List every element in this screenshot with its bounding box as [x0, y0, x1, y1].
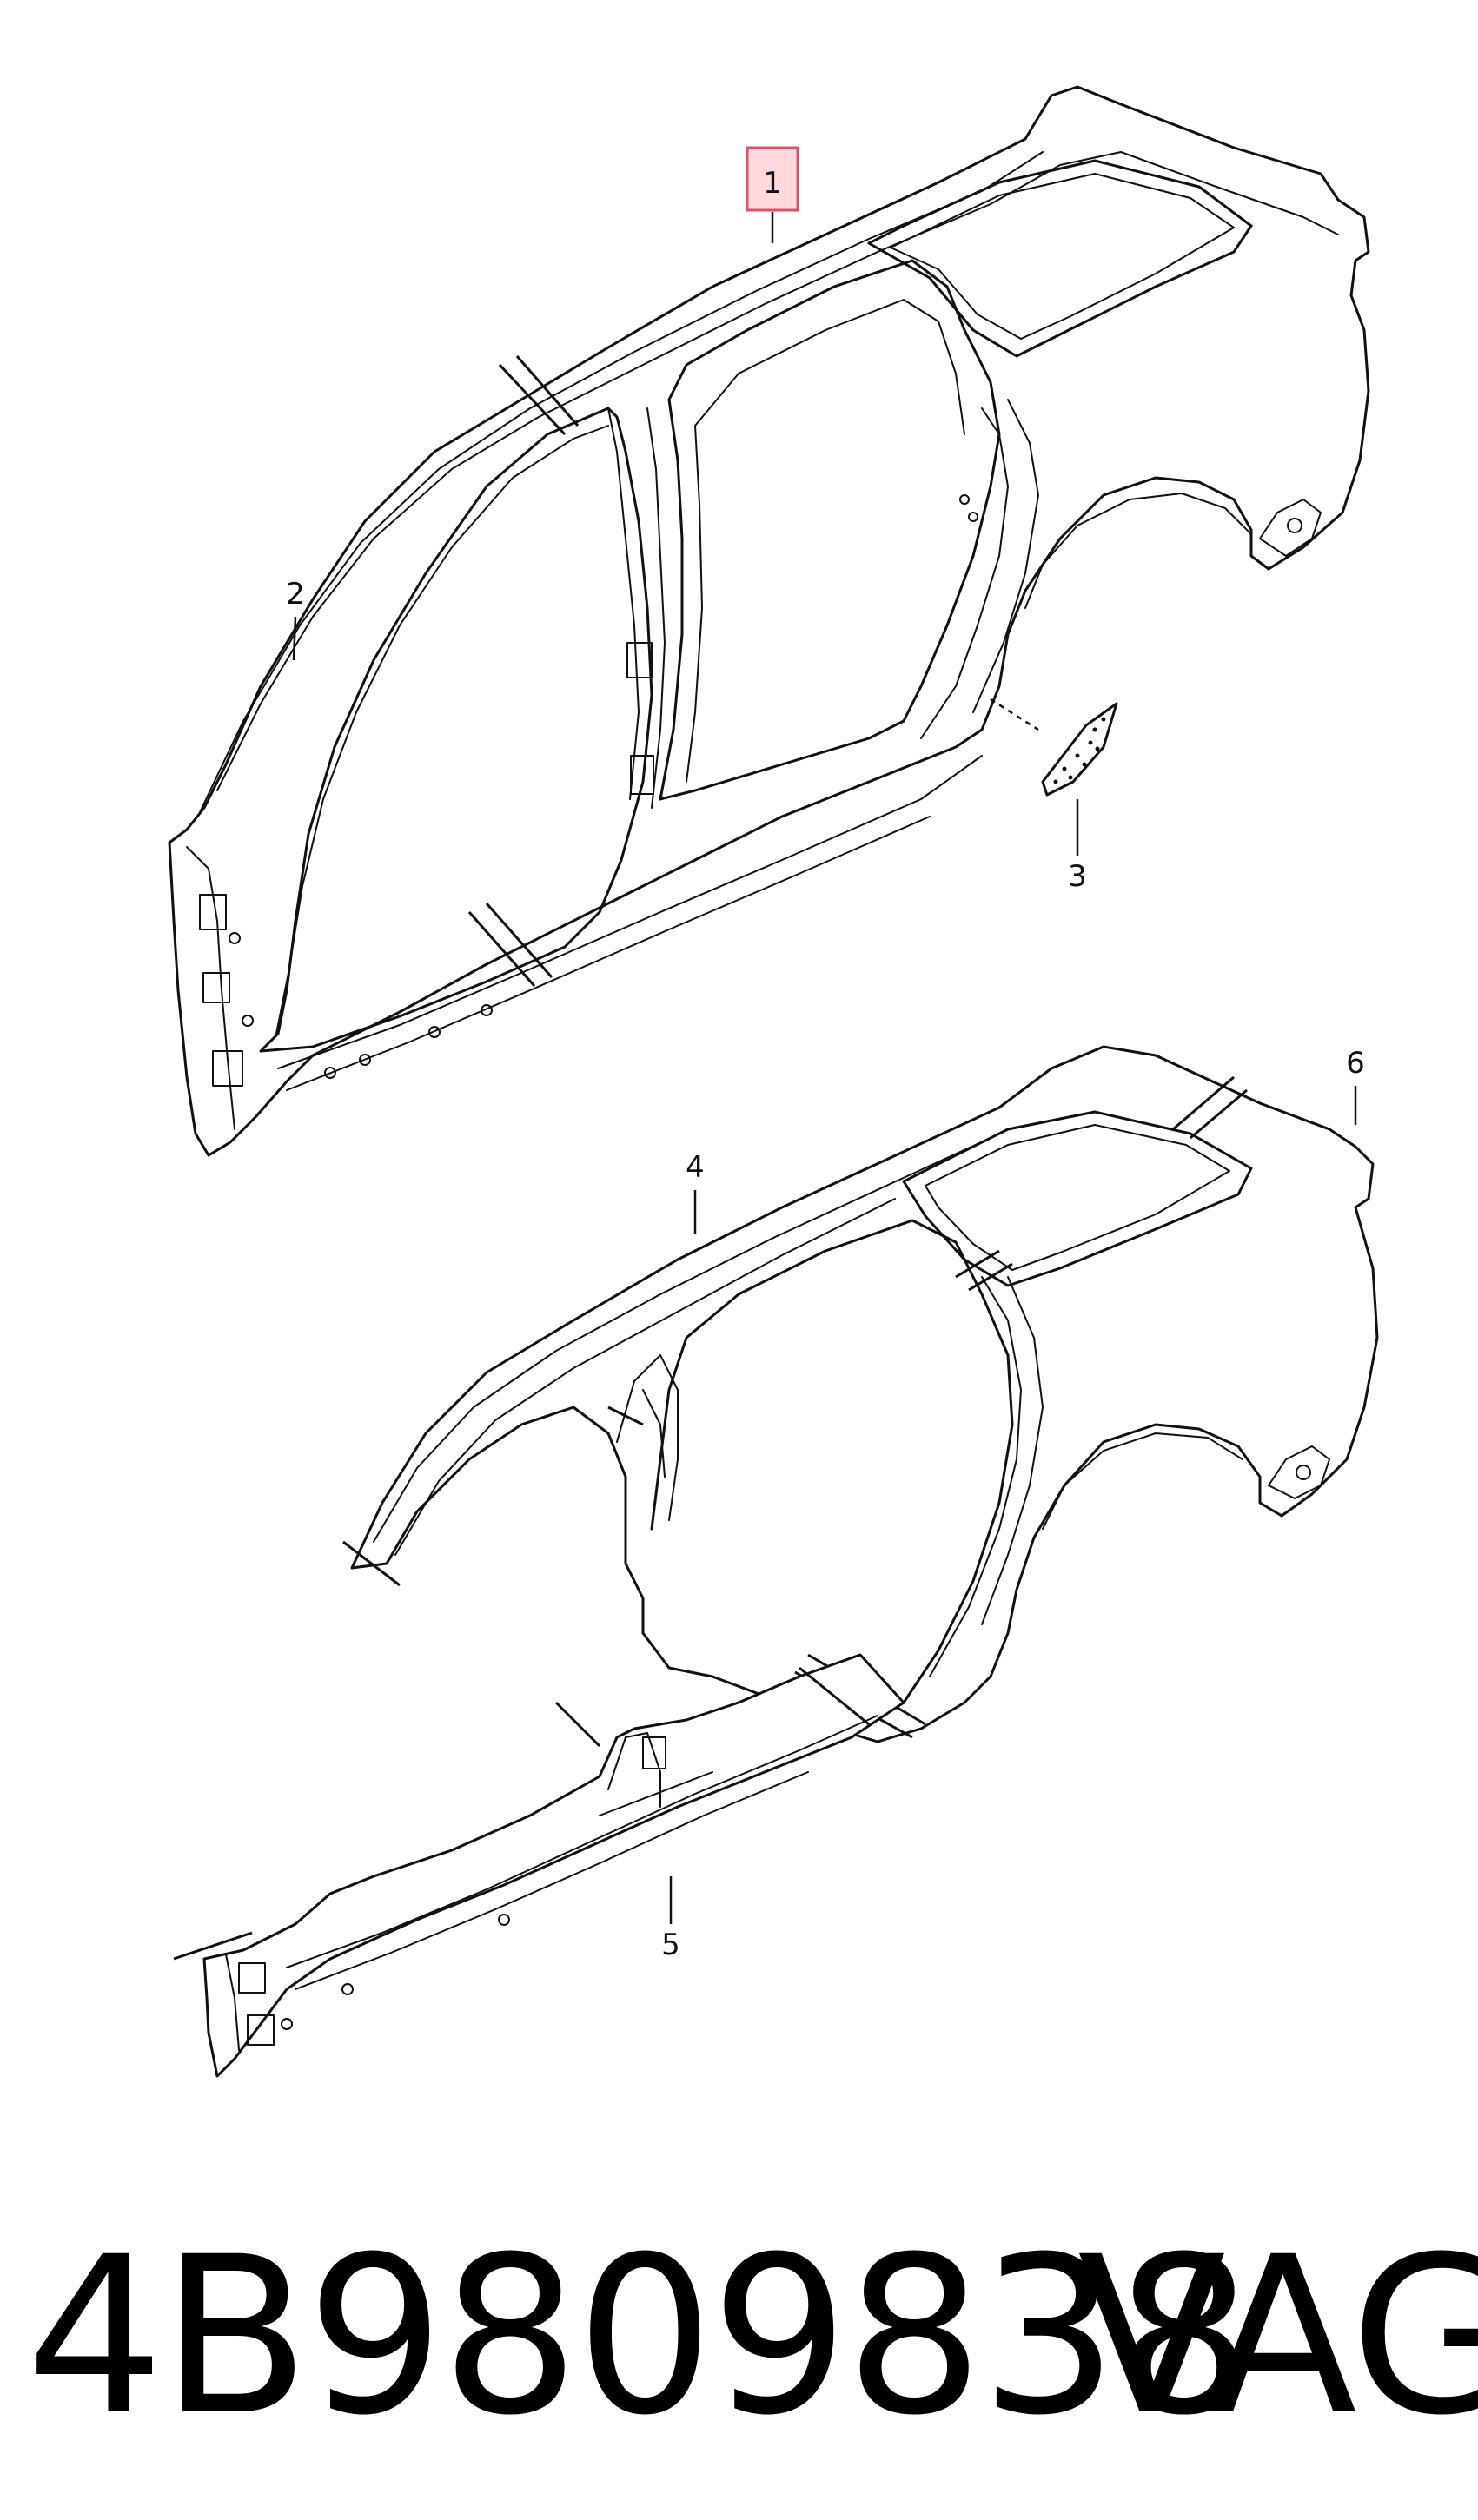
callout-6[interactable]: 6 [1346, 1046, 1365, 1125]
reinforcement-patch [990, 698, 1118, 797]
callout-6-label: 6 [1346, 1046, 1365, 1081]
callout-1-highlight [746, 146, 799, 212]
callout-3[interactable]: 3 [1068, 799, 1087, 894]
parts-diagram: 1 2 3 4 5 6 [168, 85, 1379, 2078]
callout-1-label: 1 [763, 166, 782, 201]
callout-3-label: 3 [1068, 859, 1087, 894]
callout-4[interactable]: 4 [686, 1150, 705, 1234]
callout-4-label: 4 [686, 1150, 705, 1185]
brand-label: VAG [1077, 2210, 1478, 2463]
footer: 4B9809838 VAG [0, 2172, 1478, 2502]
callout-5[interactable]: 5 [661, 1876, 680, 1962]
side-panel-complete [168, 85, 1370, 1157]
part-number: 4B9809838 [26, 2210, 1253, 2463]
callout-1[interactable]: 1 [746, 146, 799, 243]
callout-5-label: 5 [661, 1928, 680, 1962]
callout-2[interactable]: 2 [286, 577, 305, 661]
callout-2-label: 2 [286, 577, 305, 612]
sill-section [173, 1653, 905, 2078]
side-panel-sections [342, 1045, 1379, 1743]
